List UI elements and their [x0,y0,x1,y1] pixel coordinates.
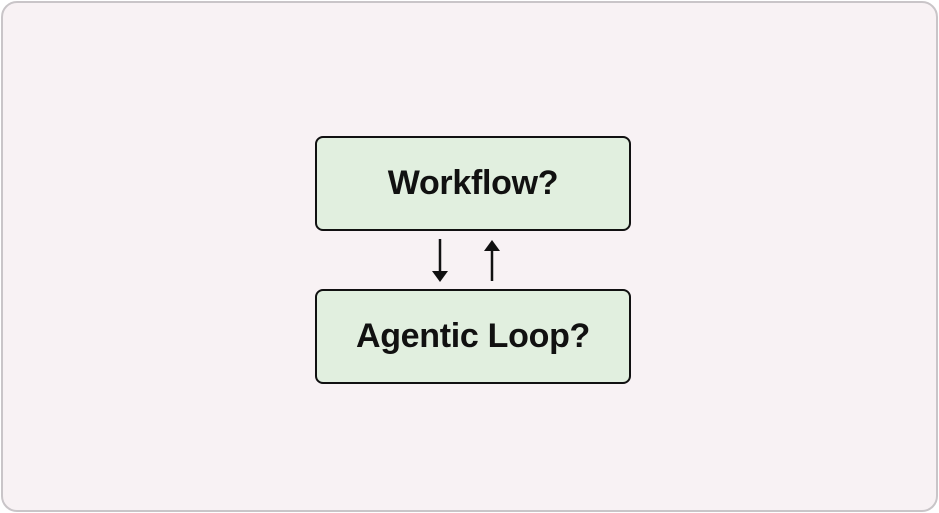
workflow-node: Workflow? [315,136,631,231]
agentic-loop-node: Agentic Loop? [315,289,631,384]
down-arrow-icon [432,239,448,282]
up-arrow-icon [484,240,500,281]
connector-arrows [432,239,500,282]
workflow-label: Workflow? [387,164,559,202]
agentic-loop-label: Agentic Loop? [355,317,591,355]
